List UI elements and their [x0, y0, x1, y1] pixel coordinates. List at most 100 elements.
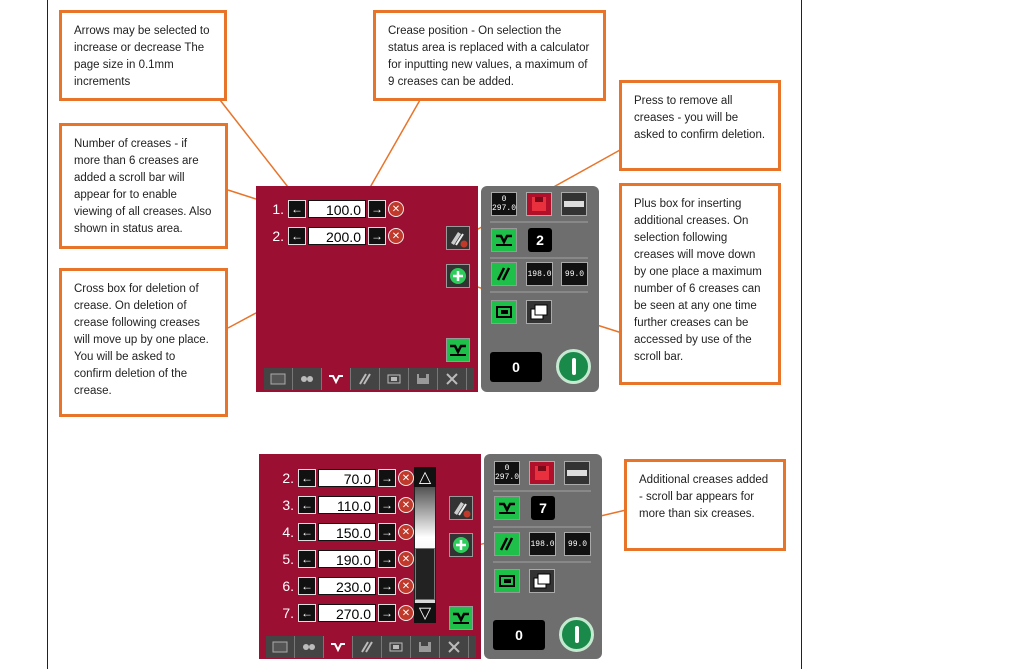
delete-crease-button[interactable]: ✕ — [398, 470, 414, 486]
crease-position-field[interactable]: 230.0 — [318, 577, 376, 595]
decrease-arrow-button[interactable]: ← — [298, 550, 316, 568]
crease-position-field[interactable]: 100.0 — [308, 200, 366, 218]
page-border-left — [47, 0, 48, 669]
crease-position-field[interactable]: 150.0 — [318, 523, 376, 541]
crease-position-field[interactable]: 70.0 — [318, 469, 376, 487]
tab-tools[interactable] — [440, 636, 469, 658]
crease-position-field[interactable]: 270.0 — [318, 604, 376, 622]
decrease-arrow-button[interactable]: ← — [298, 604, 316, 622]
tab-crease[interactable] — [322, 368, 351, 390]
remove-all-icon — [451, 232, 468, 248]
batch-icon[interactable] — [529, 569, 555, 593]
tab-feed[interactable] — [295, 636, 324, 658]
callout-arrows: Arrows may be selected to increase or de… — [59, 10, 227, 101]
decrease-arrow-button[interactable]: ← — [298, 469, 316, 487]
tab-page[interactable] — [264, 368, 293, 390]
page-size-bottom: 297.0 — [492, 204, 517, 213]
power-icon — [574, 625, 579, 644]
crease-count: 2 — [528, 228, 552, 252]
crease-count-icon — [491, 228, 517, 252]
decrease-arrow-button[interactable]: ← — [288, 200, 306, 218]
crease-row: 3. ← 110.0 → ✕ — [272, 496, 414, 514]
increase-arrow-button[interactable]: → — [378, 550, 396, 568]
save-icon[interactable] — [526, 192, 552, 216]
increase-arrow-button[interactable]: → — [368, 200, 386, 218]
tab-bar-2 — [266, 636, 476, 658]
separator — [490, 291, 588, 293]
remove-all-creases-button[interactable] — [446, 226, 470, 250]
batch-icon[interactable] — [526, 300, 552, 324]
crease-position-field[interactable]: 190.0 — [318, 550, 376, 568]
crease-position-field[interactable]: 200.0 — [308, 227, 366, 245]
sheets-icon — [530, 304, 548, 320]
callout-plus-box: Plus box for inserting additional crease… — [619, 183, 781, 385]
value-b[interactable]: 99.0 — [564, 532, 591, 556]
save-icon — [419, 642, 431, 652]
perforate-icon — [359, 373, 371, 385]
perforate-icon — [361, 641, 373, 653]
add-crease-button[interactable] — [446, 264, 470, 288]
value-a[interactable]: 198.0 — [529, 532, 556, 556]
ruler-icon[interactable] — [561, 192, 587, 216]
tab-perforate[interactable] — [353, 636, 382, 658]
increase-arrow-button[interactable]: → — [368, 227, 386, 245]
crease-number: 2. — [272, 228, 284, 244]
page-icon — [272, 641, 288, 653]
page-size-top: 0 — [501, 195, 507, 204]
increase-arrow-button[interactable]: → — [378, 577, 396, 595]
decrease-arrow-button[interactable]: ← — [288, 227, 306, 245]
tab-save[interactable] — [409, 368, 438, 390]
crease-number: 4. — [282, 524, 294, 540]
ruler-icon[interactable] — [564, 461, 590, 485]
tab-perforate[interactable] — [351, 368, 380, 390]
scroll-thumb[interactable] — [415, 548, 435, 600]
page-border-right — [801, 0, 802, 669]
page-size-indicator[interactable]: 0 297.0 — [494, 461, 520, 485]
add-crease-button[interactable] — [449, 533, 473, 557]
separator — [493, 561, 591, 563]
remove-all-creases-button[interactable] — [449, 496, 473, 520]
remove-all-icon — [454, 502, 471, 518]
save-icon[interactable] — [529, 461, 555, 485]
tab-crease[interactable] — [324, 636, 353, 658]
decrease-arrow-button[interactable]: ← — [298, 523, 316, 541]
crease-position-field[interactable]: 110.0 — [318, 496, 376, 514]
scroll-down-button[interactable]: ▽ — [414, 603, 436, 623]
crease-number: 3. — [282, 497, 294, 513]
delete-crease-button[interactable]: ✕ — [398, 578, 414, 594]
increase-arrow-button[interactable]: → — [378, 604, 396, 622]
save-icon — [417, 374, 429, 384]
crease-mode-button[interactable] — [449, 606, 473, 630]
delete-crease-button[interactable]: ✕ — [388, 201, 404, 217]
crease-number: 1. — [272, 201, 284, 217]
tab-stack[interactable] — [382, 636, 411, 658]
tab-save[interactable] — [411, 636, 440, 658]
tab-stack[interactable] — [380, 368, 409, 390]
delete-crease-button[interactable]: ✕ — [398, 497, 414, 513]
page-size-indicator[interactable]: 0 297.0 — [491, 192, 517, 216]
delete-crease-button[interactable]: ✕ — [398, 605, 414, 621]
delete-crease-button[interactable]: ✕ — [388, 228, 404, 244]
crease-mode-button[interactable] — [446, 338, 470, 362]
tab-feed[interactable] — [293, 368, 322, 390]
value-b[interactable]: 99.0 — [561, 262, 588, 286]
value-a[interactable]: 198.0 — [526, 262, 553, 286]
tab-page[interactable] — [266, 636, 295, 658]
stack-status-icon — [491, 300, 517, 324]
decrease-arrow-button[interactable]: ← — [298, 496, 316, 514]
start-button[interactable] — [556, 349, 591, 384]
increase-arrow-button[interactable]: → — [378, 496, 396, 514]
crease-icon — [331, 643, 345, 653]
stack-icon — [496, 306, 512, 318]
scroll-up-button[interactable]: △ — [414, 467, 436, 487]
decrease-arrow-button[interactable]: ← — [298, 577, 316, 595]
crease-icon — [496, 234, 512, 246]
delete-crease-button[interactable]: ✕ — [398, 524, 414, 540]
plus-icon — [450, 268, 466, 284]
crease-row: 2. ← 200.0 → ✕ — [262, 227, 404, 245]
increase-arrow-button[interactable]: → — [378, 469, 396, 487]
increase-arrow-button[interactable]: → — [378, 523, 396, 541]
tab-tools[interactable] — [438, 368, 467, 390]
delete-crease-button[interactable]: ✕ — [398, 551, 414, 567]
start-button[interactable] — [559, 617, 594, 652]
